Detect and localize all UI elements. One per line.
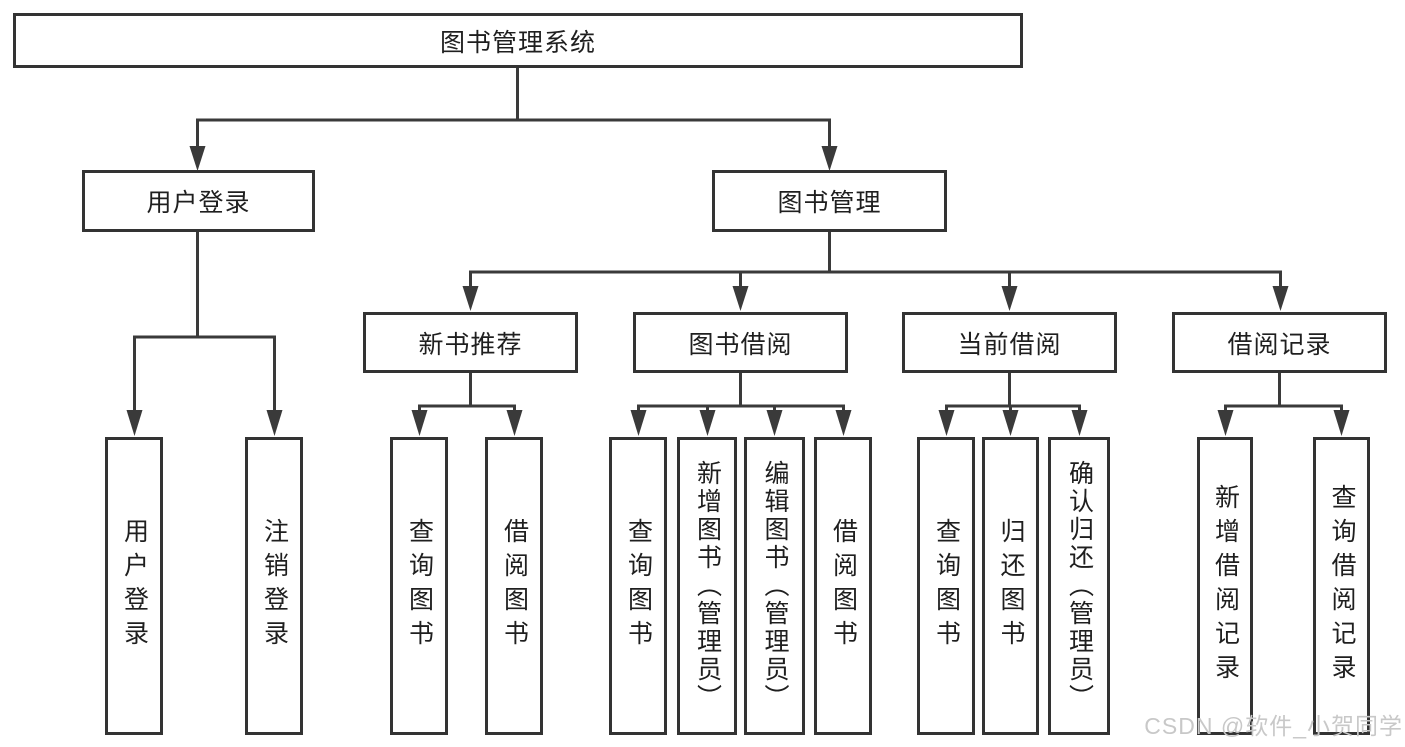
leaf-query-borrow-record-label: 查询借阅记录 (1328, 484, 1356, 688)
leaf-borrow-book-label: 借阅图书 (829, 518, 858, 654)
leaf-borrow-book: 借阅图书 (814, 437, 872, 735)
leaf-user-login: 用户登录 (105, 437, 163, 735)
leaf-edit-book-admin: 编辑图书（管理员） (744, 437, 805, 735)
leaf-query-book-recommend-label: 查询图书 (405, 518, 434, 654)
leaf-query-book-borrow: 查询图书 (609, 437, 667, 735)
node-user-login: 用户登录 (82, 170, 315, 232)
leaf-user-login-label: 用户登录 (120, 518, 149, 654)
node-new-book-recommend: 新书推荐 (363, 312, 578, 373)
node-new-book-recommend-label: 新书推荐 (418, 330, 523, 359)
node-book-borrow-label: 图书借阅 (688, 330, 793, 359)
leaf-query-book-current-label: 查询图书 (932, 518, 961, 654)
node-root-system-label: 图书管理系统 (439, 28, 596, 57)
node-book-management: 图书管理 (712, 170, 947, 232)
node-current-borrow-label: 当前借阅 (957, 330, 1062, 359)
leaf-edit-book-admin-label: 编辑图书（管理员） (761, 460, 789, 712)
leaf-return-book-label: 归还图书 (997, 518, 1025, 654)
leaf-logout-label: 注销登录 (260, 518, 289, 654)
leaf-add-book-admin-label: 新增图书（管理员） (693, 460, 722, 712)
leaf-query-book-recommend: 查询图书 (390, 437, 448, 735)
leaf-logout: 注销登录 (245, 437, 303, 735)
leaf-query-book-current: 查询图书 (917, 437, 975, 735)
node-user-login-label: 用户登录 (146, 189, 251, 217)
leaf-borrow-book-recommend: 借阅图书 (485, 437, 543, 735)
node-book-management-label: 图书管理 (777, 189, 882, 217)
leaf-add-borrow-record-label: 新增借阅记录 (1211, 484, 1240, 688)
node-current-borrow: 当前借阅 (902, 312, 1117, 373)
leaf-confirm-return-admin-label: 确认归还（管理员） (1065, 460, 1094, 712)
leaf-borrow-book-recommend-label: 借阅图书 (500, 518, 529, 654)
leaf-return-book: 归还图书 (982, 437, 1039, 735)
csdn-watermark: CSDN @软件_小贺同学 (1144, 713, 1403, 739)
leaf-confirm-return-admin: 确认归还（管理员） (1048, 437, 1110, 735)
node-borrow-record-label: 借阅记录 (1227, 330, 1332, 359)
node-borrow-record: 借阅记录 (1172, 312, 1387, 373)
node-book-borrow: 图书借阅 (633, 312, 848, 373)
leaf-add-book-admin: 新增图书（管理员） (677, 437, 737, 735)
node-root-system: 图书管理系统 (13, 13, 1023, 68)
leaf-query-book-borrow-label: 查询图书 (624, 518, 653, 654)
leaf-query-borrow-record: 查询借阅记录 (1313, 437, 1370, 735)
leaf-add-borrow-record: 新增借阅记录 (1197, 437, 1253, 735)
